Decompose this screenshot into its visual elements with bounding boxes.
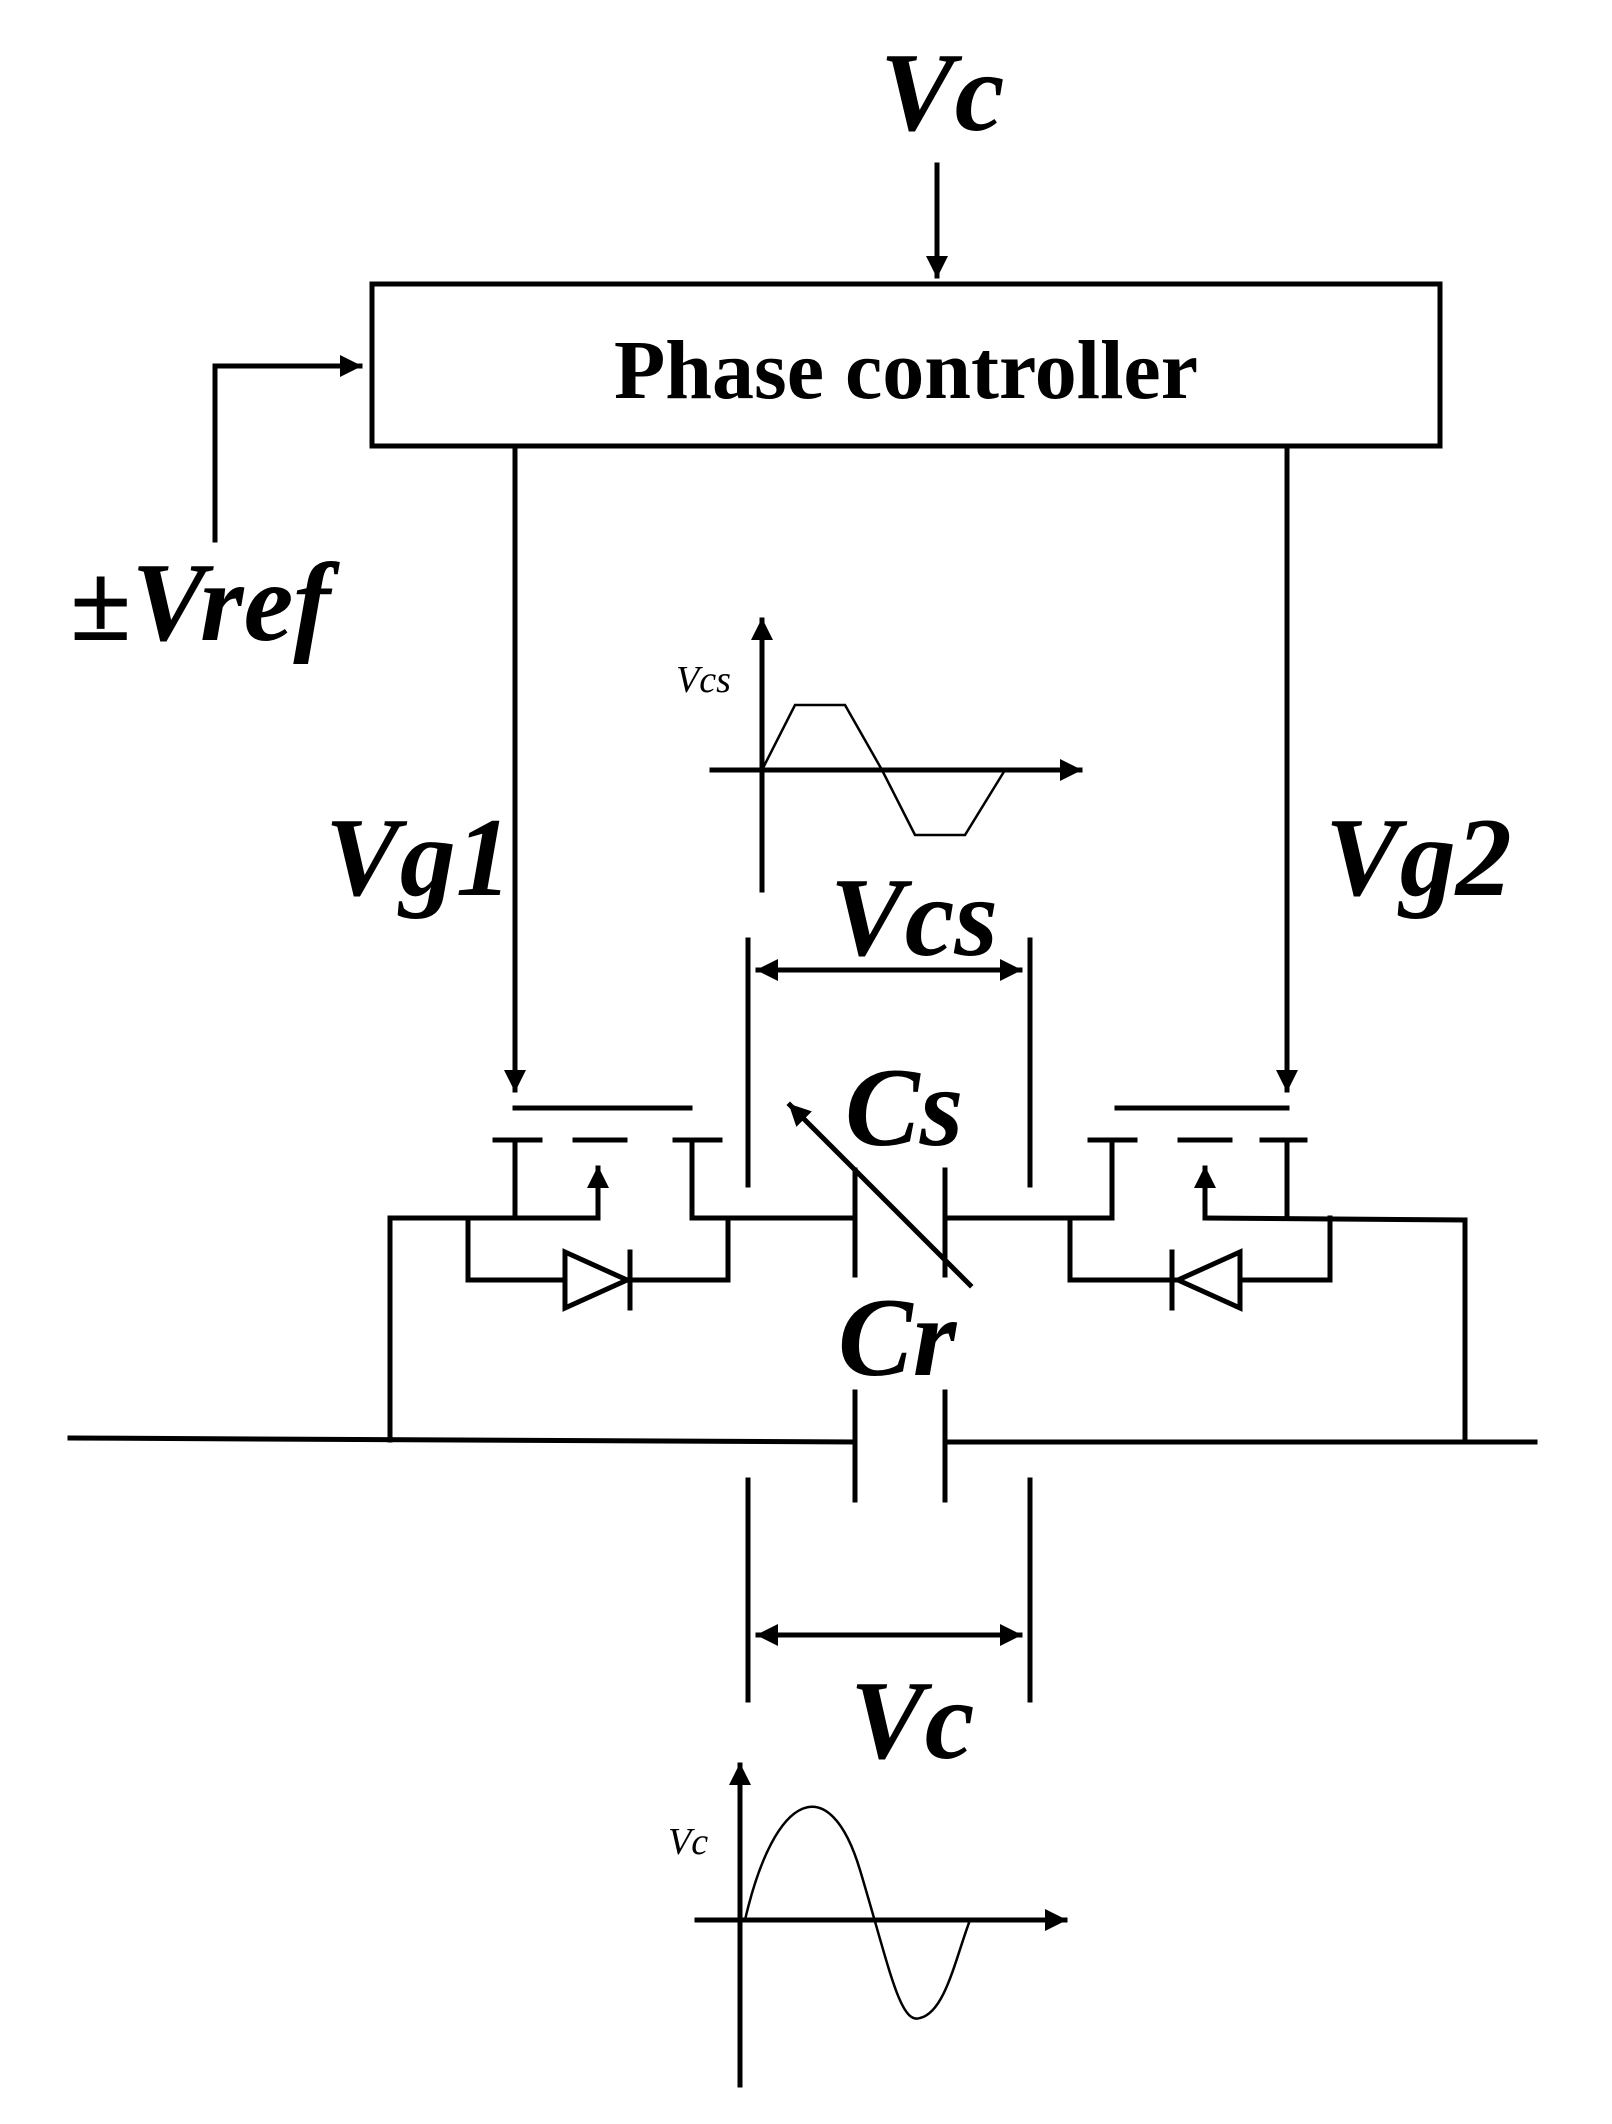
vc-waveform: Vc [668,1762,1068,2088]
vcs-waveform: Vcs [676,617,1083,893]
cr-label: Cr [838,1276,958,1400]
vc-waveform-label: Vc [668,1821,708,1863]
cr-capacitor [852,1389,948,1503]
left-mosfet [387,1105,858,1312]
cs-capacitor [786,1101,974,1289]
vref-label: ±Vref [70,541,340,665]
vc-top-label: Vc [880,31,1004,155]
right-mosfet [942,1105,1468,1312]
vcs-label: Vcs [830,856,998,980]
phase-controller-box [369,281,1443,449]
cs-label: Cs [845,1046,963,1170]
vg2-label: Vg2 [1325,796,1512,920]
vcs-waveform-label: Vcs [676,659,731,701]
vg1-label: Vg1 [325,796,512,920]
phase-controller-label: Phase controller [614,324,1198,417]
main-line-left [67,1435,858,1445]
vref-input-arrow [212,355,363,543]
vc-bottom-label: Vc [850,1659,974,1783]
